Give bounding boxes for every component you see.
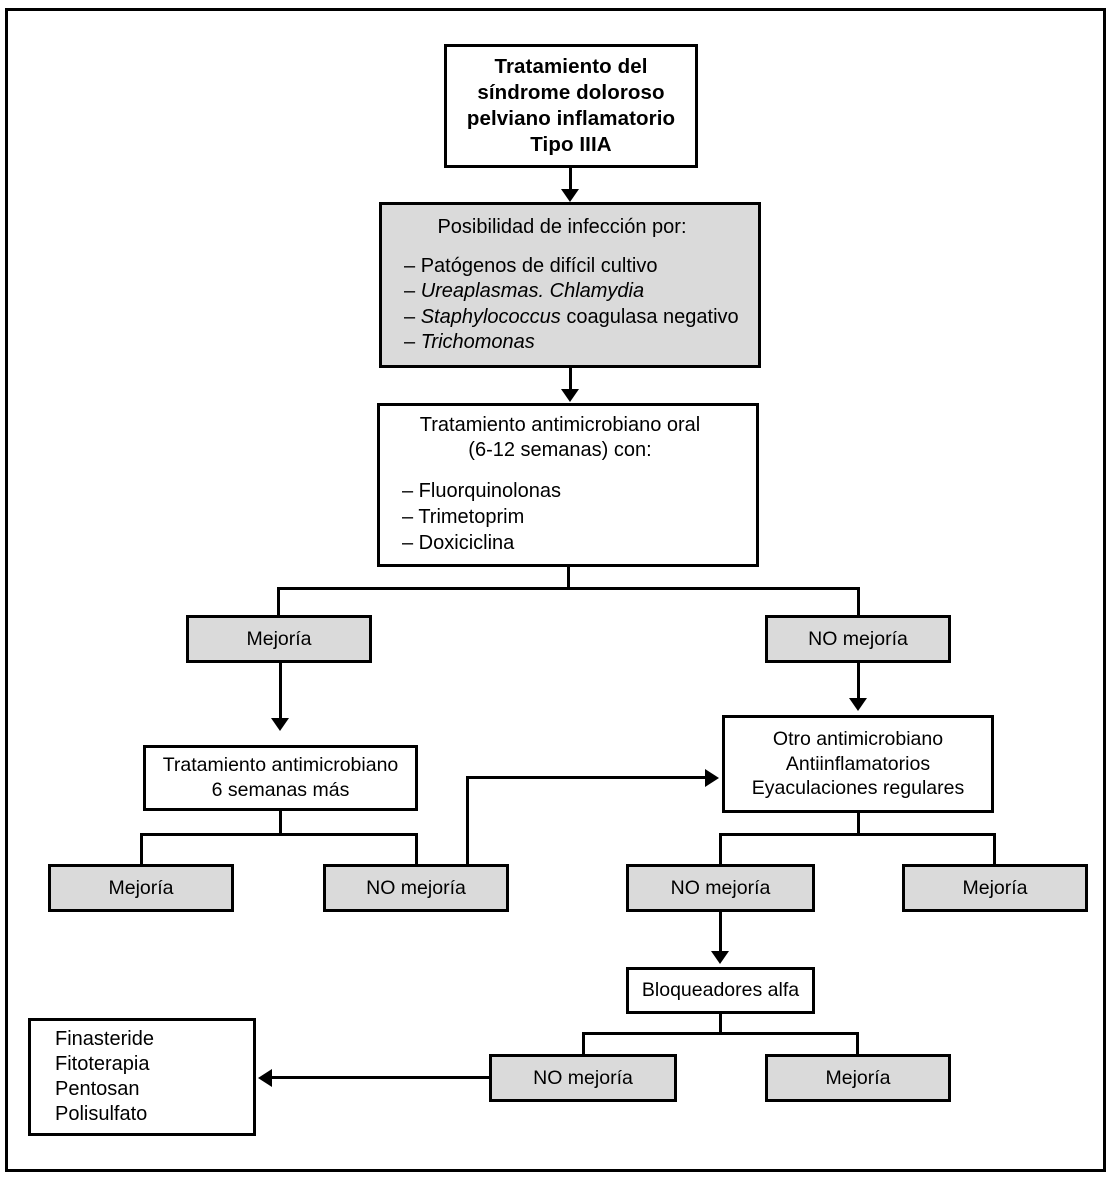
arrow-improve-to-six-weeks-icon	[271, 718, 289, 731]
outcome-2a-improve-label: Mejoría	[108, 876, 174, 899]
connector-oral-to-improve	[277, 587, 280, 615]
node-final-options: Finasteride Fitoterapia Pentosan Polisul…	[28, 1018, 256, 1136]
oral-treatment-heading-line-1: Tratamiento antimicrobiano oral	[419, 414, 701, 437]
connector-oral-stem	[567, 567, 570, 590]
arrow-no-improve-to-alpha-icon	[711, 951, 729, 964]
outcome-1-no-improve-label: NO mejoría	[808, 627, 908, 650]
final-option-1: Finasteride	[55, 1027, 154, 1050]
infection-item-2: – Ureaplasmas. Chlamydia	[404, 279, 739, 304]
node-alpha-blockers: Bloqueadores alfa	[626, 967, 815, 1014]
infection-item-3: – Staphylococcus coagulasa negativo	[404, 305, 739, 330]
infection-item-4: – Trichomonas	[404, 330, 739, 355]
node-oral-treatment: Tratamiento antimicrobiano oral (6-12 se…	[377, 403, 759, 567]
other-antimicrobial-line-1: Otro antimicrobiano	[772, 728, 944, 751]
connector-oral-to-no-improve	[857, 587, 860, 615]
final-option-2: Fitoterapia	[55, 1052, 150, 1075]
six-more-weeks-line-2: 6 semanas más	[211, 779, 350, 801]
connector-alpha-split-bar	[582, 1032, 859, 1035]
outcome-2a-no-improve-label: NO mejoría	[366, 876, 466, 899]
outcome-3-improve-label: Mejoría	[825, 1066, 891, 1089]
node-outcome-1-no-improve: NO mejoría	[765, 615, 951, 663]
connector-other-split-bar	[719, 833, 996, 836]
dash: –	[404, 330, 416, 353]
node-outcome-2a-no-improve: NO mejoría	[323, 864, 509, 912]
title-line-4: Tipo IIIA	[530, 132, 612, 156]
node-infection-possibility: Posibilidad de infección por: – Patógeno…	[379, 202, 761, 368]
connector-no-improve-to-other	[857, 663, 860, 701]
infection-item-3-italic: Staphylococcus	[420, 305, 561, 328]
other-antimicrobial-line-2: Antiinflamatorios	[785, 752, 931, 775]
node-six-more-weeks: Tratamiento antimicrobiano 6 semanas más	[143, 745, 418, 811]
connector-alpha-stem	[719, 1014, 722, 1034]
node-outcome-3-improve: Mejoría	[765, 1054, 951, 1102]
connector-six-weeks-stem	[279, 811, 282, 836]
title-line-2: síndrome doloroso	[477, 81, 665, 105]
other-antimicrobial-line-3: Eyaculaciones regulares	[751, 777, 965, 800]
oral-treatment-list: – Fluorquinolonas – Trimetoprim – Doxici…	[402, 478, 561, 557]
node-outcome-3-no-improve: NO mejoría	[489, 1054, 677, 1102]
connector-no-improve-to-final	[272, 1076, 489, 1079]
node-outcome-2b-no-improve: NO mejoría	[626, 864, 815, 912]
title-line-1: Tratamiento del	[494, 55, 648, 79]
connector-other-stem	[857, 813, 860, 836]
connector-infection-to-oral	[569, 368, 572, 390]
dash: –	[404, 305, 416, 328]
infection-item-4-italic: Trichomonas	[420, 330, 535, 353]
connector-other-to-no-improve	[719, 833, 722, 864]
arrow-no-improve-to-other-icon	[849, 698, 867, 711]
figure-border	[5, 8, 1106, 1172]
infection-item-1-text: Patógenos de difícil cultivo	[420, 255, 658, 278]
oral-treatment-item-3: – Doxiciclina	[402, 532, 515, 555]
connector-no-improve-to-alpha	[719, 912, 722, 954]
outcome-2b-improve-label: Mejoría	[962, 876, 1028, 899]
connector-alpha-to-improve	[856, 1032, 859, 1054]
arrow-infection-to-oral-icon	[561, 389, 579, 402]
connector-six-weeks-to-no-improve	[415, 833, 418, 864]
node-title: Tratamiento del síndrome doloroso pelvia…	[444, 44, 698, 168]
node-outcome-2b-improve: Mejoría	[902, 864, 1088, 912]
dash: –	[404, 280, 416, 303]
connector-feedback-riser	[466, 776, 469, 864]
six-more-weeks-line-1: Tratamiento antimicrobiano	[162, 754, 399, 777]
alpha-blockers-label: Bloqueadores alfa	[641, 979, 800, 1002]
infection-item-3-text: coagulasa negativo	[560, 305, 739, 328]
connector-six-weeks-split-bar	[140, 833, 418, 836]
connector-title-to-infection	[569, 168, 572, 192]
connector-alpha-to-no-improve	[582, 1032, 585, 1054]
connector-six-weeks-to-improve	[140, 833, 143, 864]
oral-treatment-item-2: – Trimetoprim	[402, 506, 525, 528]
dash: –	[404, 255, 416, 278]
node-outcome-2a-improve: Mejoría	[48, 864, 234, 912]
outcome-3-no-improve-label: NO mejoría	[533, 1066, 633, 1089]
title-line-3: pelviano inflamatorio	[466, 107, 676, 130]
node-outcome-1-improve: Mejoría	[186, 615, 372, 663]
final-option-4: Polisulfato	[55, 1103, 148, 1126]
final-option-3: Pentosan	[55, 1078, 140, 1100]
infection-item-1: – Patógenos de difícil cultivo	[404, 254, 739, 279]
oral-treatment-item-1: – Fluorquinolonas	[402, 479, 561, 502]
arrow-title-to-infection-icon	[561, 189, 579, 202]
connector-improve-to-six-weeks	[279, 663, 282, 721]
arrow-no-improve-to-final-icon	[258, 1069, 272, 1087]
connector-other-to-improve	[993, 833, 996, 864]
infection-item-2-italic: Ureaplasmas. Chlamydia	[420, 280, 645, 303]
node-other-antimicrobial: Otro antimicrobiano Antiinflamatorios Ey…	[722, 715, 994, 813]
oral-treatment-heading-line-2: (6-12 semanas) con:	[468, 439, 652, 462]
infection-heading: Posibilidad de infección por:	[437, 216, 687, 239]
infection-list: – Patógenos de difícil cultivo – Ureapla…	[404, 254, 739, 355]
connector-feedback-horizontal	[466, 776, 708, 779]
outcome-2b-no-improve-label: NO mejoría	[670, 876, 771, 899]
connector-oral-split-bar	[277, 587, 860, 590]
outcome-1-improve-label: Mejoría	[246, 627, 312, 650]
arrow-feedback-to-other-icon	[705, 769, 719, 787]
